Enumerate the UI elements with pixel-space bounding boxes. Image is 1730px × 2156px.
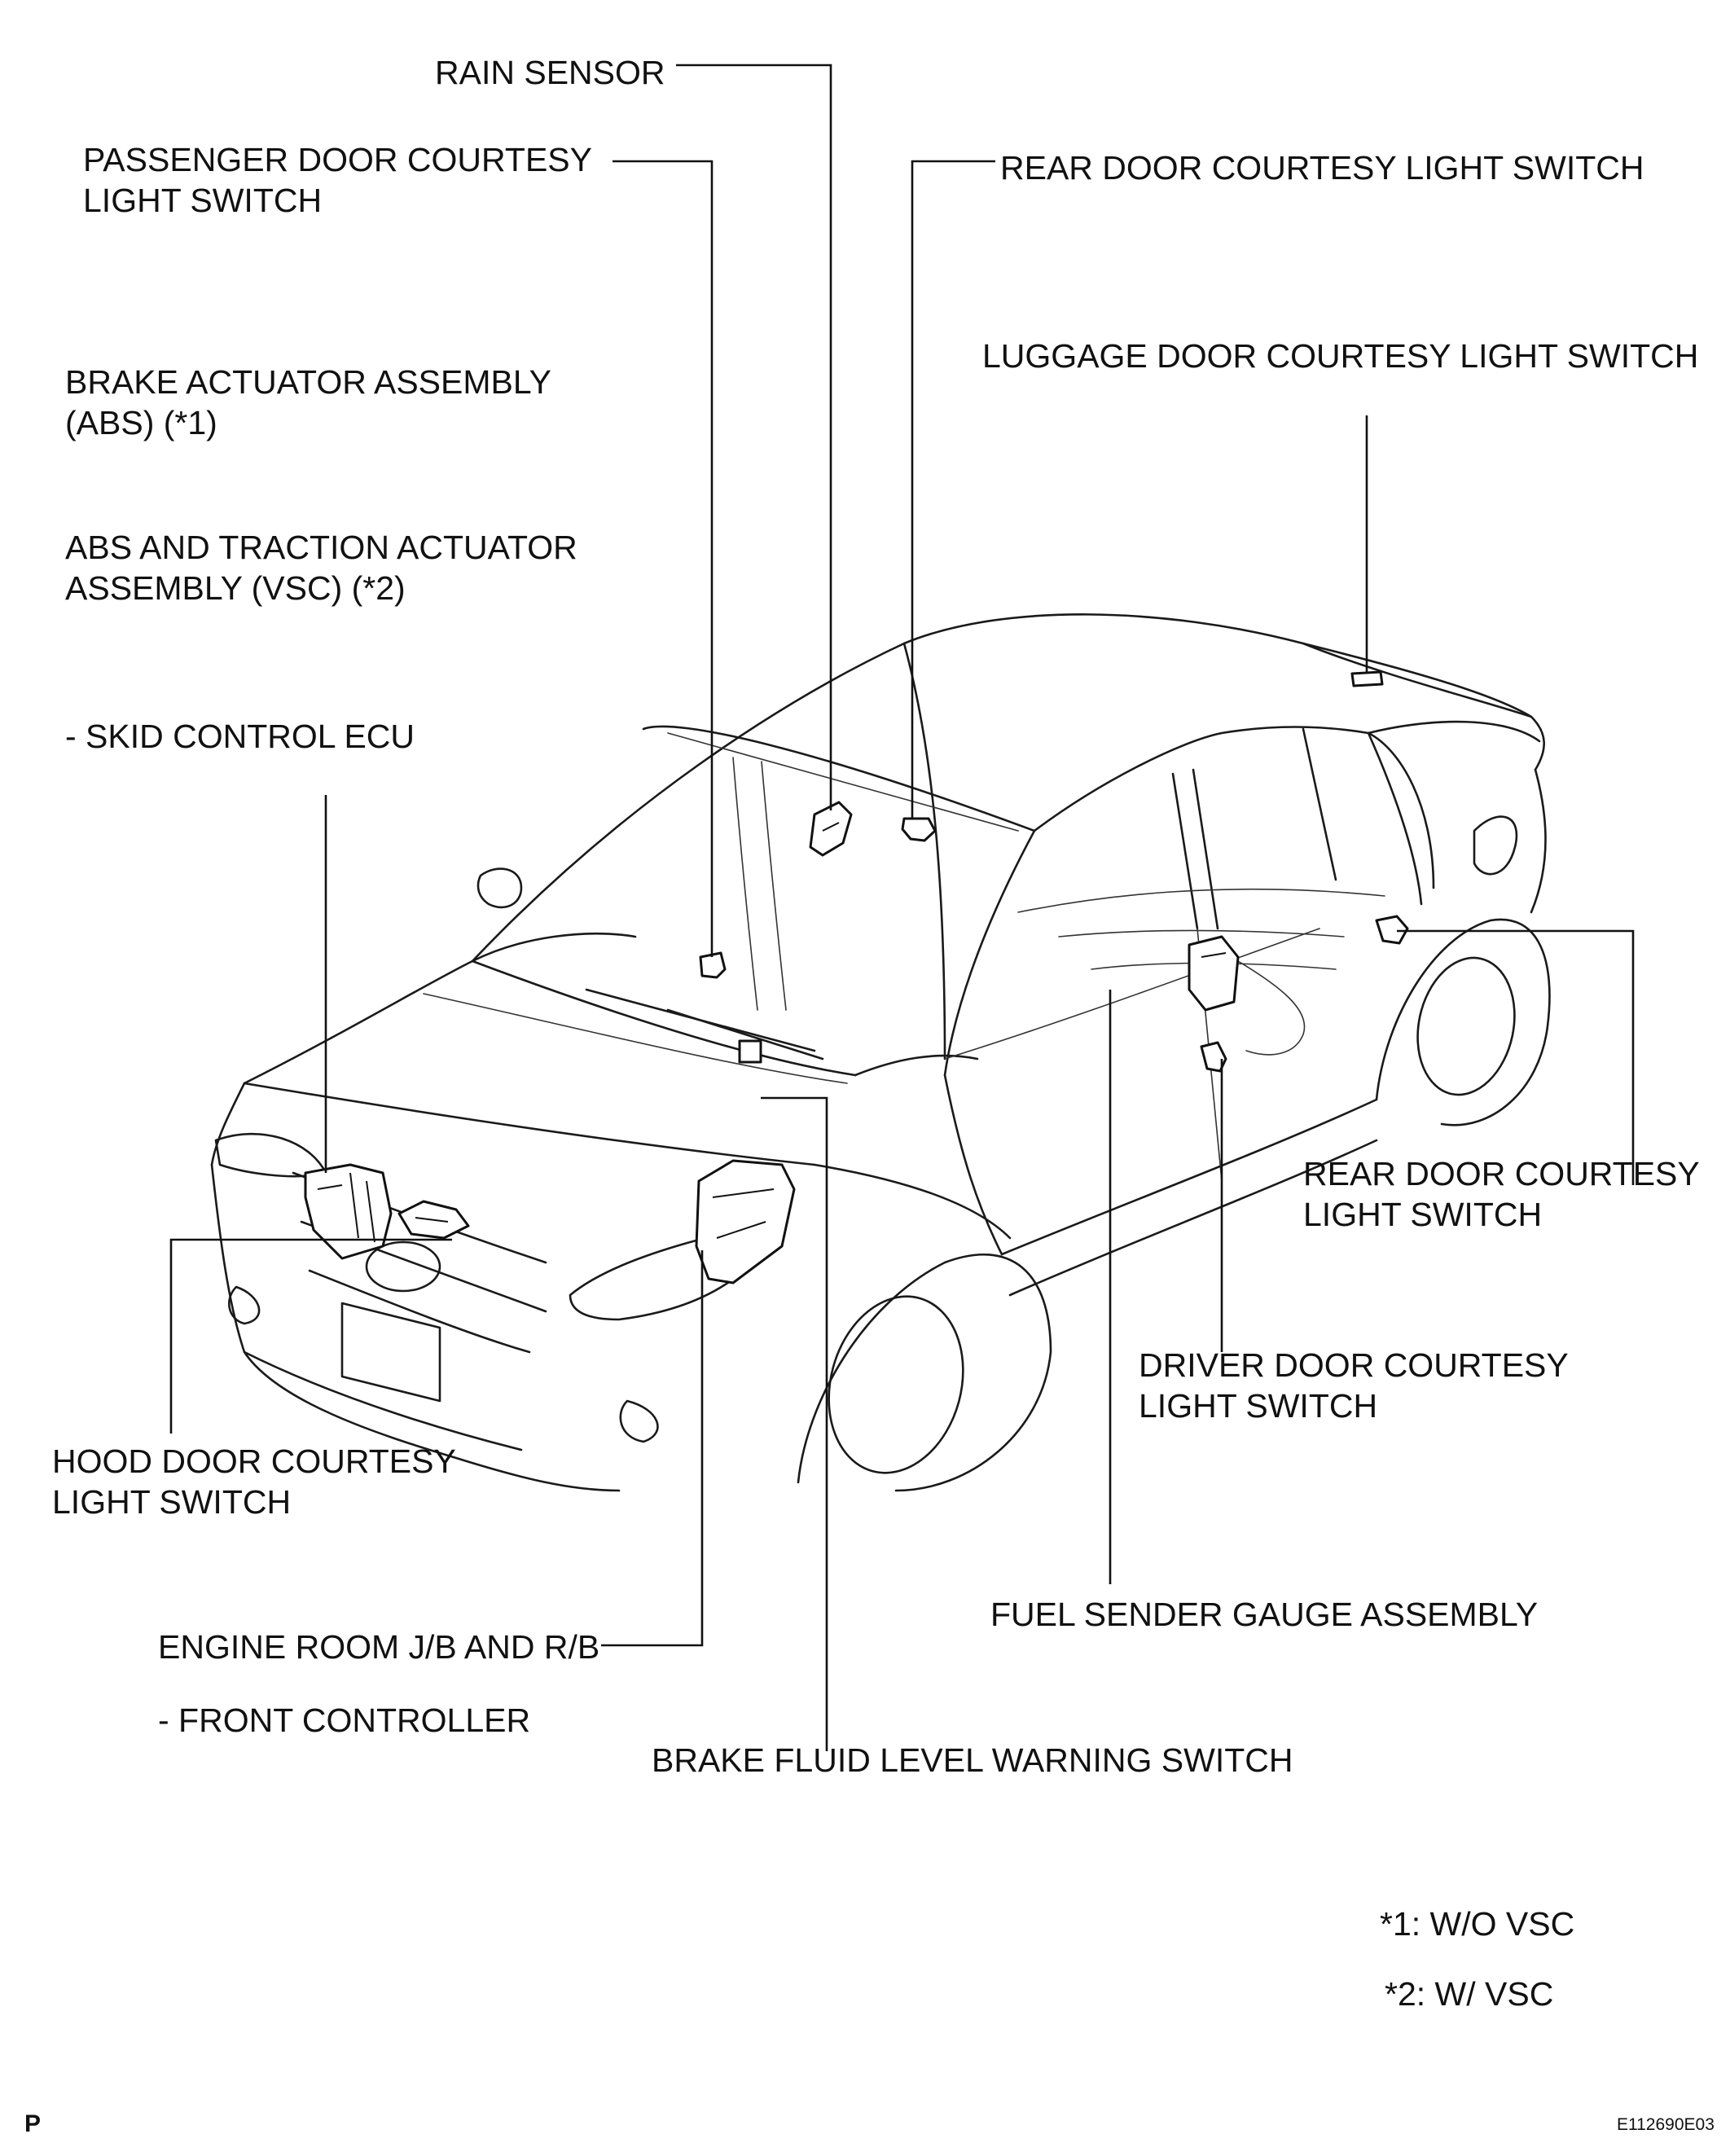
label-rear-door-right-line2: LIGHT SWITCH <box>1303 1196 1542 1233</box>
engine-room-jb-part <box>695 1159 796 1284</box>
labels: RAIN SENSOR PASSENGER DOOR COURTESY LIGH… <box>52 54 1700 1779</box>
fuel-sender-part <box>1188 935 1240 1012</box>
label-rear-door-top: REAR DOOR COURTESY LIGHT SWITCH <box>1000 149 1644 187</box>
driver-door-switch-part <box>1200 1041 1227 1073</box>
leader-rear-door-right <box>1397 929 1635 1185</box>
luggage-door-switch-part <box>1350 670 1384 687</box>
label-brake-actuator-line2: (ABS) (*1) <box>65 404 217 441</box>
label-rain-sensor: RAIN SENSOR <box>435 54 665 91</box>
leader-lines <box>169 64 1635 1751</box>
rain-sensor-part <box>809 801 853 857</box>
note-wo-vsc: *1: W/O VSC <box>1380 1905 1574 1943</box>
label-driver-door-line1: DRIVER DOOR COURTESY <box>1139 1346 1569 1384</box>
note-w-vsc: *2: W/ VSC <box>1385 1975 1553 2013</box>
leader-rear-door-top <box>911 160 995 819</box>
leader-rain-sensor <box>676 64 832 810</box>
label-brake-actuator-line1: BRAKE ACTUATOR ASSEMBLY <box>65 363 551 401</box>
brake-actuator-part <box>304 1163 393 1260</box>
leader-hood-door <box>169 1238 452 1434</box>
passenger-door-switch-part <box>699 951 727 979</box>
car-outline <box>210 613 1551 1492</box>
label-hood-door-line1: HOOD DOOR COURTESY <box>52 1442 456 1480</box>
corner-mark: P <box>24 2110 41 2137</box>
label-engine-room: ENGINE ROOM J/B AND R/B <box>158 1628 599 1666</box>
label-driver-door-line2: LIGHT SWITCH <box>1139 1387 1377 1425</box>
label-hood-door-line2: LIGHT SWITCH <box>52 1483 291 1521</box>
brake-fluid-switch-part <box>738 1039 762 1064</box>
label-front-controller: - FRONT CONTROLLER <box>158 1702 530 1739</box>
label-fuel-sender: FUEL SENDER GAUGE ASSEMBLY <box>990 1596 1538 1633</box>
leader-passenger-door <box>613 160 714 957</box>
label-brake-fluid: BRAKE FLUID LEVEL WARNING SWITCH <box>652 1741 1293 1779</box>
label-luggage-door: LUGGAGE DOOR COURTESY LIGHT SWITCH <box>982 337 1698 375</box>
hood-switch-part <box>397 1200 470 1240</box>
rear-door-switch-top-part <box>901 817 937 842</box>
footnotes: *1: W/O VSC *2: W/ VSC <box>1380 1905 1574 2013</box>
rear-door-switch-right-part <box>1375 915 1409 945</box>
label-abs-traction-line1: ABS AND TRACTION ACTUATOR <box>65 529 577 566</box>
label-rear-door-right-line1: REAR DOOR COURTESY <box>1303 1155 1700 1192</box>
figure-code: E112690E03 <box>1617 2115 1715 2134</box>
label-skid-control: - SKID CONTROL ECU <box>65 718 415 755</box>
leader-brake-fluid <box>761 1096 828 1751</box>
label-passenger-door-line2: LIGHT SWITCH <box>83 182 322 219</box>
label-abs-traction-line2: ASSEMBLY (VSC) (*2) <box>65 569 406 607</box>
leader-engine-room <box>601 1250 704 1647</box>
label-passenger-door-line1: PASSENGER DOOR COURTESY <box>83 141 592 178</box>
